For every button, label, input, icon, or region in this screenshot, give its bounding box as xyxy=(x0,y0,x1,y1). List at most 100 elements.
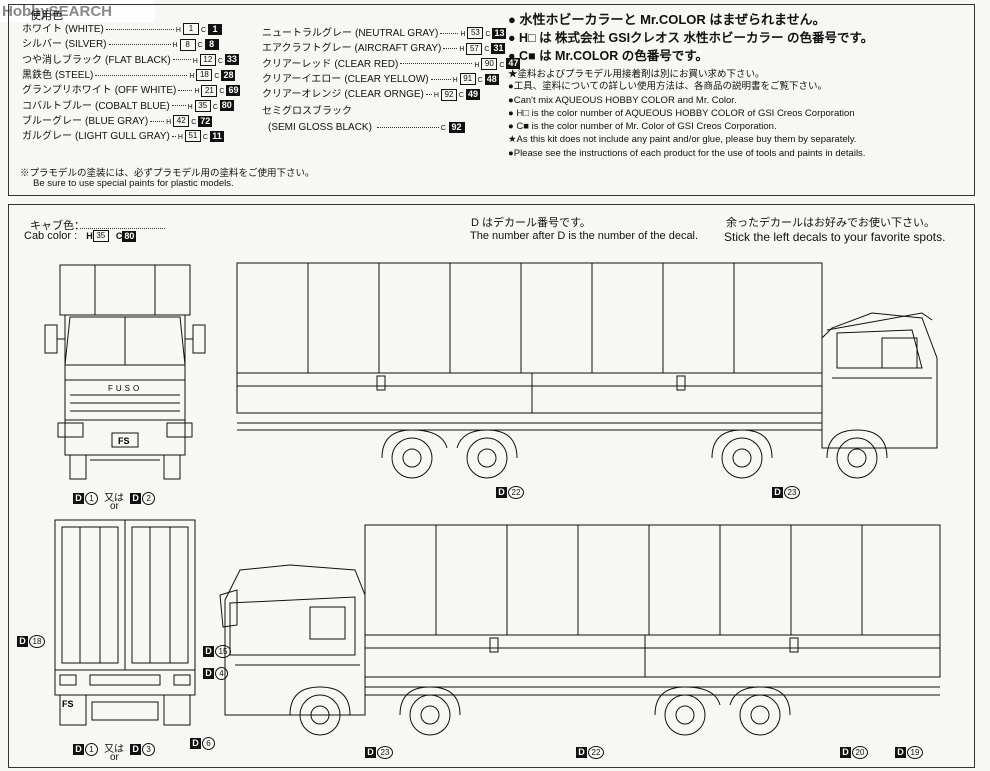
paint-name-en: (CLEAR ORNGE) xyxy=(344,89,424,101)
paint-h-number: 18 xyxy=(196,69,213,82)
paint-h-prefix: H xyxy=(192,57,198,65)
semigloss-jp: セミグロスブラック xyxy=(262,106,352,117)
truck-rear-view: FS xyxy=(54,519,196,726)
paint-h-number: 42 xyxy=(173,115,190,128)
paint-name-jp: ブルーグレー xyxy=(22,115,82,127)
paint-c-prefix: C xyxy=(197,42,203,50)
decal-side-bot-23-num: 23 xyxy=(377,746,393,759)
paint-name-en: (WHITE) xyxy=(65,24,104,35)
paint-h-prefix: H xyxy=(194,88,200,96)
paint-note: ●工具、塗料についての詳しい使用方法は、各商品の説明書をご覧下さい。 xyxy=(508,81,827,92)
paint-h-number: 90 xyxy=(481,57,498,70)
paint-h-number: 57 xyxy=(466,42,483,55)
cab-h-number: 35 xyxy=(92,230,109,243)
decal-rear-15-num: 15 xyxy=(215,645,231,658)
paint-c-number: 69 xyxy=(226,85,241,97)
paint-name-jp: クリアーオレンジ xyxy=(262,89,342,101)
paint-h-prefix: H xyxy=(474,61,480,69)
decal-front-b-box: D xyxy=(130,492,142,504)
paint-h-number: 91 xyxy=(459,73,476,86)
decal-front-or: 又は xyxy=(104,493,125,504)
decal-rear-6-num: 6 xyxy=(202,737,215,750)
paint-name-en: (AIRCRAFT GRAY) xyxy=(354,43,442,55)
paint-c-number: 11 xyxy=(209,130,224,142)
decal-rear-4-box: D xyxy=(203,668,214,679)
decal-side-top-22-box: D xyxy=(496,487,507,498)
paint-name-jp: エアクラフトグレー xyxy=(262,43,352,55)
paint-h-prefix: H xyxy=(460,31,466,38)
paint-h-number: 51 xyxy=(184,130,201,143)
paint-name-en: (LIGHT GULL GRAY) xyxy=(75,131,170,143)
paint-h-prefix: H xyxy=(175,27,181,34)
paint-name-en: (STEEL) xyxy=(55,69,94,81)
paint-name-en: (FLAT BLACK) xyxy=(105,54,171,66)
decal-rear-or: 又は xyxy=(104,744,125,755)
decal-side-bot-19-box: D xyxy=(895,747,906,758)
semigloss-en: (SEMI GLOSS BLACK) xyxy=(268,122,372,133)
paint-name-jp: ガルグレー xyxy=(22,131,72,143)
paint-c-prefix: C xyxy=(499,61,505,69)
paint-name-jp: つや消しブラック xyxy=(22,54,102,66)
truck-side-view-bottom xyxy=(219,524,941,736)
left-decal-en: Stick the left decals to your favorite s… xyxy=(724,230,946,244)
paint-c-prefix: C xyxy=(477,76,483,84)
paint-h-prefix: H xyxy=(459,46,465,54)
paint-c-prefix: C xyxy=(191,118,197,126)
decal-side-bot-20-box: D xyxy=(840,747,851,758)
decal-rear-or-en: or xyxy=(110,752,119,763)
paint-c-number: 1 xyxy=(208,23,223,35)
paint-h-prefix: H xyxy=(189,72,195,80)
paint-h-number: 92 xyxy=(440,88,457,101)
paint-note: ● 水性ホビーカラーと Mr.COLOR はまぜられません。 xyxy=(508,12,826,27)
cab-color-underline xyxy=(80,228,165,229)
left-decal-jp: 余ったデカールはお好みでお使い下さい。 xyxy=(726,217,935,229)
semigloss-c-number: 92 xyxy=(448,121,465,133)
paint-h-prefix: H xyxy=(433,92,439,100)
paint-h-number: 53 xyxy=(467,27,484,40)
paint-name-jp: クリアーイエロー xyxy=(262,73,342,85)
decal-side-top-23-box: D xyxy=(772,487,783,498)
decal-front-b: 2 xyxy=(142,491,156,505)
paint-name-en: (BLUE GRAY) xyxy=(85,115,149,127)
decal-rear-a-box: D xyxy=(73,743,84,755)
decal-side-top-22-num: 22 xyxy=(508,486,524,499)
paint-name-jp: ニュートラルグレー xyxy=(262,28,352,39)
paint-h-prefix: H xyxy=(187,103,193,111)
plastic-note-en: Be sure to use special paints for plasti… xyxy=(33,178,234,189)
paint-h-number: 12 xyxy=(199,53,216,66)
cab-color-en: Cab color : xyxy=(24,230,78,242)
decal-front-or-en: or xyxy=(110,501,119,512)
decal-side-bot-19-num: 19 xyxy=(907,746,923,759)
paint-c-prefix: C xyxy=(212,103,218,111)
paint-c-prefix: C xyxy=(214,72,220,80)
paint-note: ● C■ は Mr.COLOR の色番号です。 xyxy=(508,49,708,63)
decal-rear-18-box: D xyxy=(17,636,28,647)
paint-name-jp: クリアーレッド xyxy=(262,58,332,70)
front-grille-brand: FUSO xyxy=(108,384,142,393)
watermark-text: HobbySEARCH xyxy=(2,3,113,20)
semigloss-c-prefix: C xyxy=(440,125,446,132)
paint-name-en: (OFF WHITE) xyxy=(114,85,177,97)
paint-h-number: 1 xyxy=(182,23,199,36)
paint-section-title: 使用色 xyxy=(30,10,63,22)
